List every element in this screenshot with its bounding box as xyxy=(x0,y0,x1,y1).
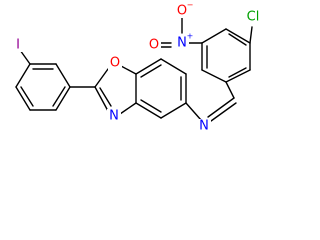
bond-benzo-1 xyxy=(135,58,162,75)
bond-imine-n-ch xyxy=(207,97,235,118)
bond-iodo-ring-1 xyxy=(15,63,31,88)
bond-benzo-2 xyxy=(160,58,187,75)
bond-benzo-double-1 xyxy=(140,64,162,78)
bond-iodo-ring-2 xyxy=(15,86,31,111)
atom-chlorine: Cl xyxy=(247,10,260,25)
atom-benzoxazole-nitrogen: N xyxy=(109,109,119,124)
atom-labels: I O N N N + O − O Cl xyxy=(11,1,262,134)
charge-nitro-oxygen-top: − xyxy=(187,1,194,10)
bond-cn-ring-double-3 xyxy=(228,67,247,78)
bond-c2-n xyxy=(94,86,109,112)
bond-imine-n-ch-double xyxy=(210,102,237,122)
bond-c-iodine xyxy=(19,49,31,65)
bond-cn-ring-double-2 xyxy=(228,33,247,46)
charge-nitro-nitrogen: + xyxy=(187,32,194,41)
bond-c5-imine-n xyxy=(185,102,202,121)
bond-c2-n-double xyxy=(99,87,112,107)
bond-cn-ring-1 xyxy=(201,69,227,83)
atom-imine-nitrogen: N xyxy=(199,119,209,134)
bond-ch-aryl xyxy=(225,81,235,99)
chemical-structure: I O N N N + O − O Cl xyxy=(11,0,262,134)
atom-nitro-nitrogen: N xyxy=(177,36,187,51)
atom-iodine: I xyxy=(16,38,20,53)
bond-iodo-ring-5 xyxy=(55,63,71,88)
bond-cn-ring-4 xyxy=(225,28,251,44)
atom-benzoxazole-oxygen: O xyxy=(110,56,120,71)
bond-benzo-5 xyxy=(135,102,162,119)
bond-benzo-double-3 xyxy=(140,99,162,113)
bond-c2-o xyxy=(94,68,109,88)
bond-cn-ring-6 xyxy=(225,69,251,83)
bonds xyxy=(15,17,253,122)
atom-nitro-oxygen-top: O xyxy=(177,4,187,19)
bond-c-chlorine xyxy=(249,26,253,44)
bond-n-c3a xyxy=(119,102,137,115)
bond-cn-ring-3 xyxy=(201,28,227,44)
atom-nitro-oxygen-side: O xyxy=(149,38,159,53)
bond-o-c7a xyxy=(120,65,137,75)
bond-iodo-ring-double-2 xyxy=(20,86,34,107)
bond-iodo-ring-double-3 xyxy=(52,86,66,107)
bond-iodo-ring-4 xyxy=(55,86,71,111)
bond-benzo-4 xyxy=(160,102,187,119)
